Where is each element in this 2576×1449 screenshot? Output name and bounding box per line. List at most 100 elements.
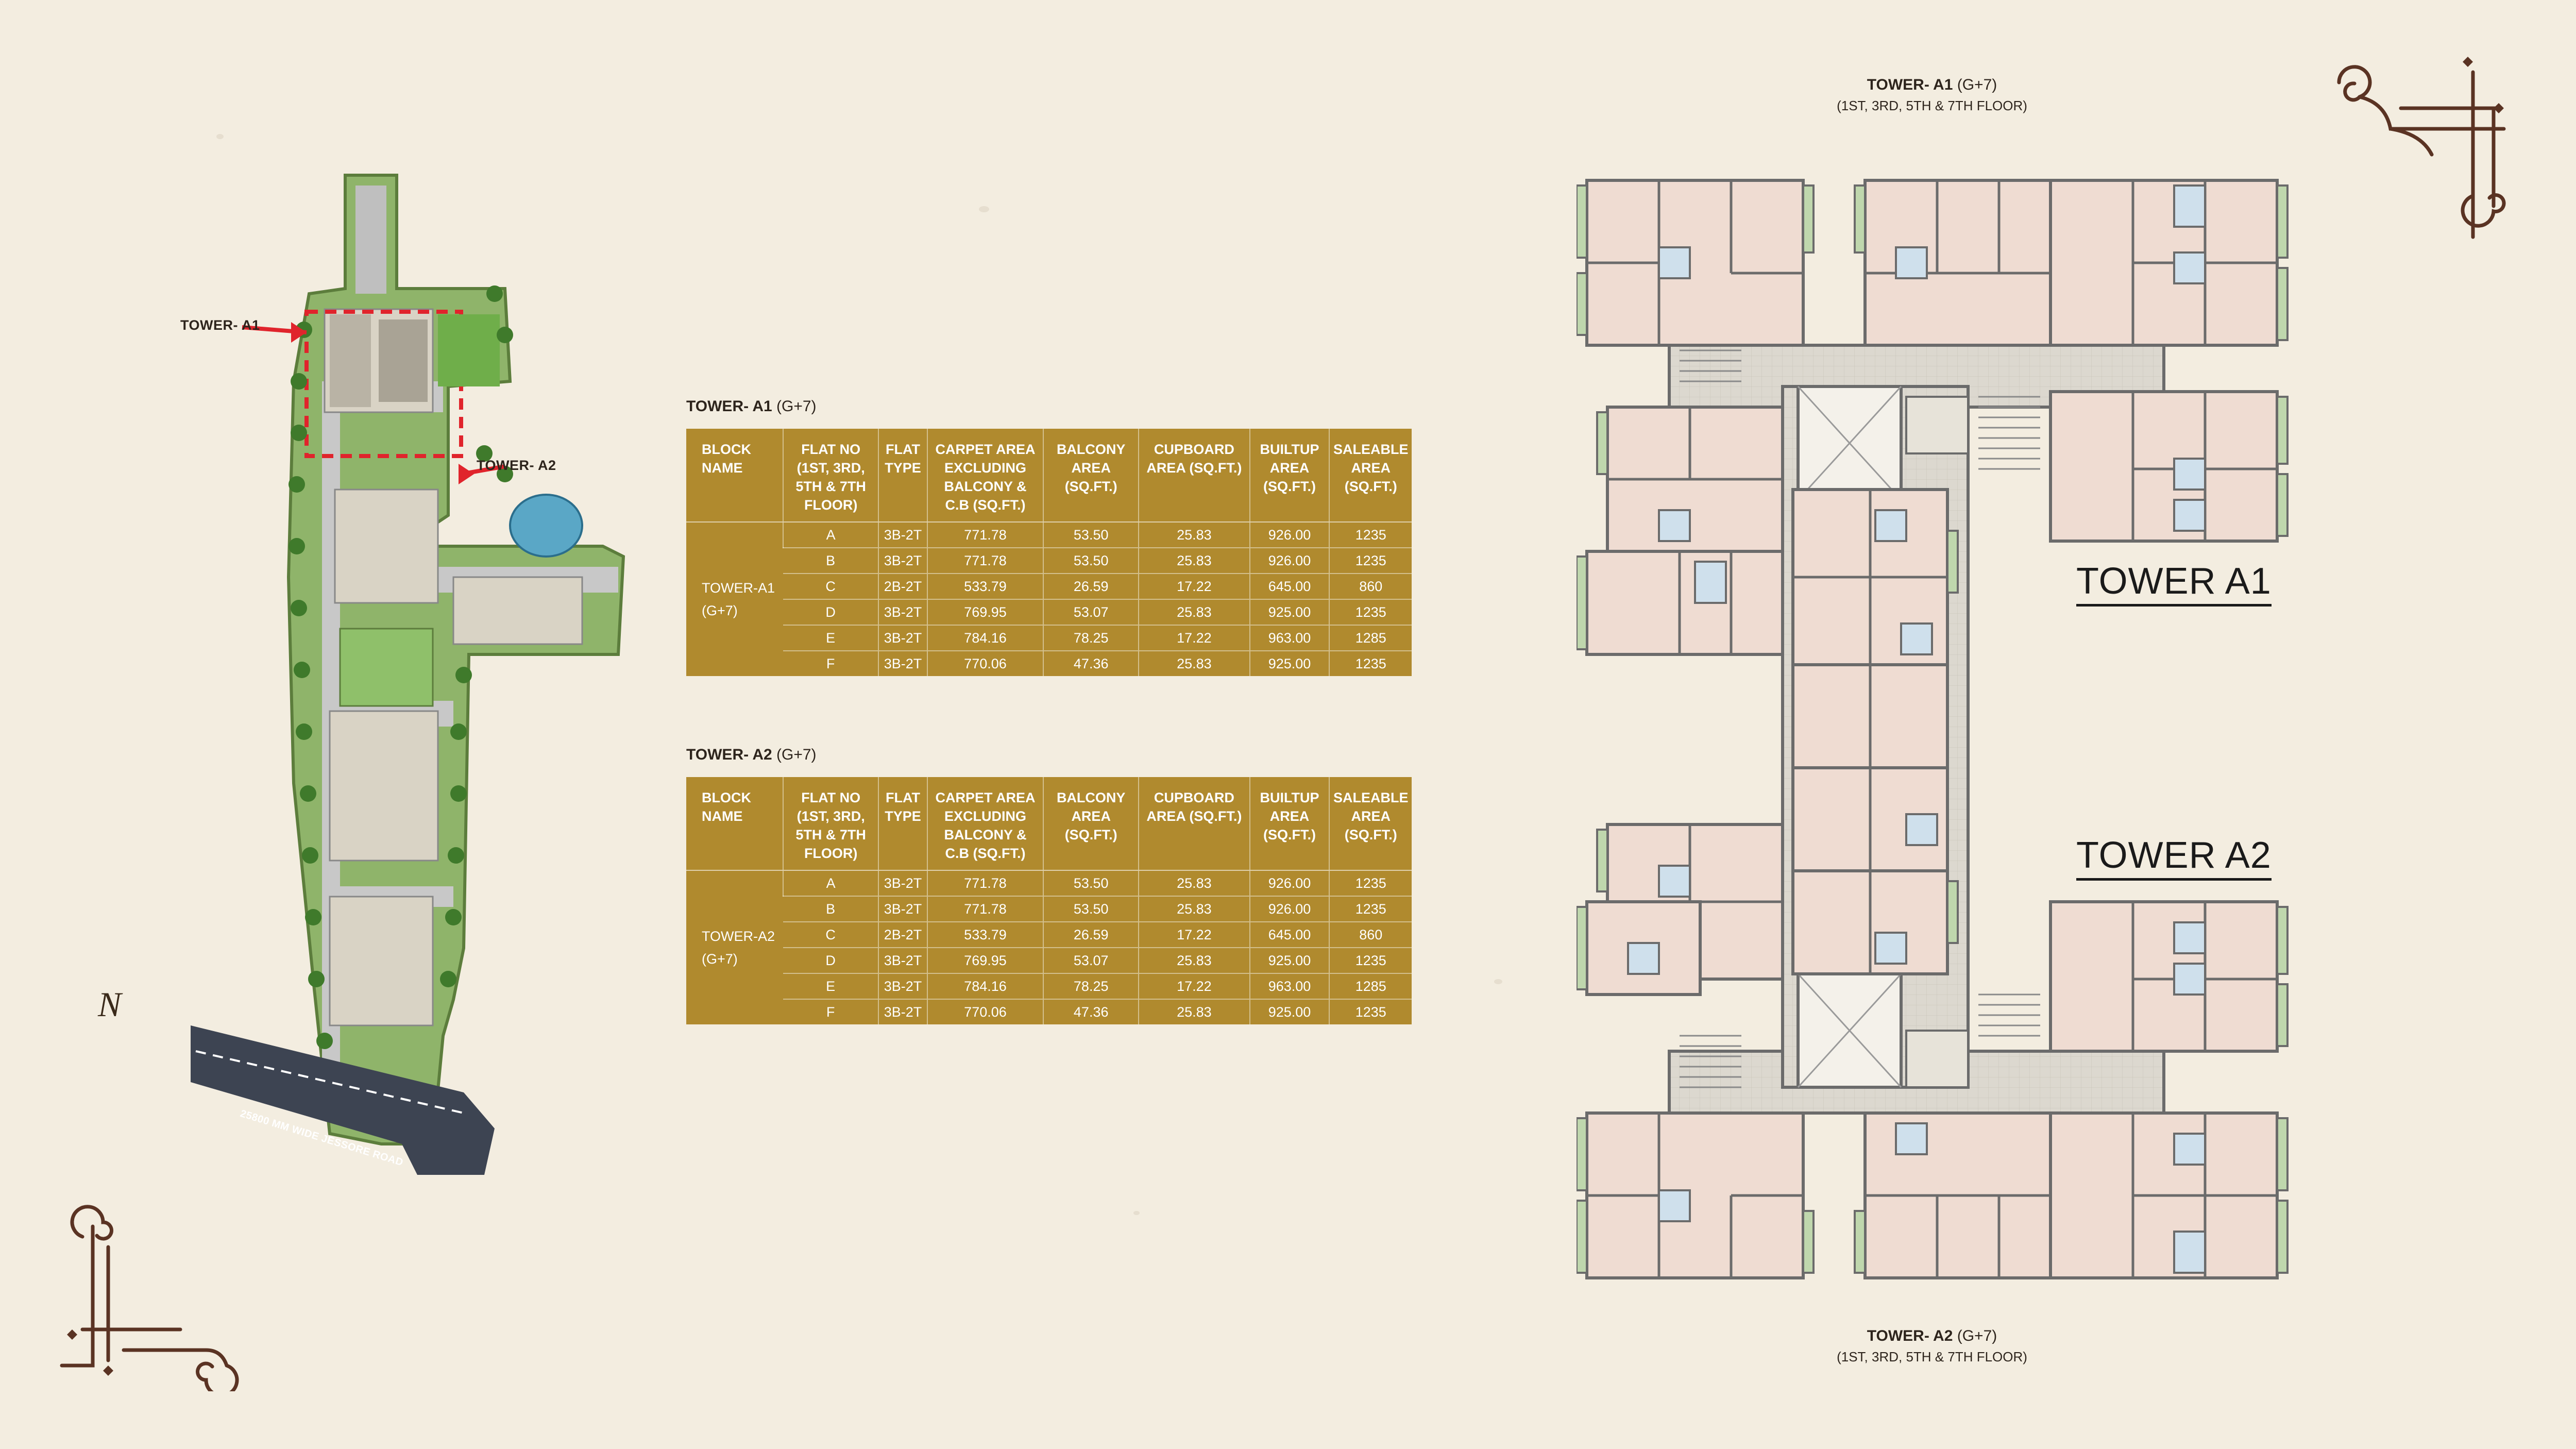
table-row: B 3B-2T 771.78 53.50 25.83 926.00 1235 [686,896,1412,922]
caption-title: TOWER- A1 [1867,76,1953,93]
type-cell: 3B-2T [878,548,927,574]
table-row: D 3B-2T 769.95 53.07 25.83 925.00 1235 [686,948,1412,974]
header-builtup-area: BUILTUP AREA (SQ.FT.) [1249,777,1330,871]
type-cell: 3B-2T [878,870,927,897]
table-row: B 3B-2T 771.78 53.50 25.83 926.00 1235 [686,548,1412,574]
carpet-cell: 770.06 [926,999,1044,1024]
builtup-cell: 926.00 [1249,548,1330,574]
balcony-cell: 53.07 [1043,599,1139,626]
builtup-cell: 645.00 [1249,922,1330,948]
table-row: TOWER-A2 (G+7) A 3B-2T 771.78 53.50 25.8… [686,870,1412,967]
cupboard-cell: 25.83 [1138,870,1250,897]
builtup-cell: 926.00 [1249,870,1330,897]
saleable-cell: 1235 [1329,599,1412,626]
table-row: F 3B-2T 770.06 47.36 25.83 925.00 1235 [686,651,1412,676]
flat-cell: E [783,625,879,651]
carpet-cell: 769.95 [926,599,1044,626]
balcony-cell: 53.50 [1043,870,1139,897]
balcony-cell: 78.25 [1043,625,1139,651]
saleable-cell: 1285 [1329,625,1412,651]
builtup-cell: 963.00 [1249,973,1330,1000]
cupboard-cell: 25.83 [1138,599,1250,626]
saleable-cell: 860 [1329,574,1412,600]
flat-cell: A [783,870,879,897]
saleable-cell: 1235 [1329,651,1412,676]
balcony-cell: 26.59 [1043,574,1139,600]
paper-texture [979,206,989,212]
north-label: N [98,985,122,1024]
table-row: TOWER-A1 (G+7) A 3B-2T 771.78 53.50 25.8… [686,522,1412,618]
tower-a1-area-table: TOWER- A1 (G+7) BLOCK NAME FLAT NO (1ST,… [686,398,1412,676]
type-cell: 3B-2T [878,651,927,676]
builtup-cell: 926.00 [1249,896,1330,922]
saleable-cell: 1235 [1329,948,1412,974]
balcony-cell: 53.50 [1043,896,1139,922]
carpet-cell: 769.95 [926,948,1044,974]
header-carpet-area: CARPET AREA EXCLUDING BALCONY & C.B (SQ.… [926,429,1044,523]
header-flat-no: FLAT NO (1ST, 3RD, 5TH & 7TH FLOOR) [783,429,879,523]
flat-cell: C [783,574,879,600]
block-sub: (G+7) [702,951,738,967]
cupboard-cell: 25.83 [1138,548,1250,574]
header-balcony-area: BALCONY AREA (SQ.FT.) [1043,429,1139,523]
flat-cell: F [826,656,835,671]
tower-a2-name: TOWER A2 [2076,835,2272,881]
table-header-row: BLOCK NAME FLAT NO (1ST, 3RD, 5TH & 7TH … [686,777,1412,871]
balcony-cell: 53.50 [1043,522,1139,548]
saleable-cell: 1235 [1329,896,1412,922]
table-row: D 3B-2T 769.95 53.07 25.83 925.00 1235 [686,599,1412,626]
saleable-cell: 1235 [1329,870,1412,897]
header-cupboard-area: CUPBOARD AREA (SQ.FT.) [1138,777,1250,871]
tower-a2-area-table: TOWER- A2 (G+7) BLOCK NAME FLAT NO (1ST,… [686,746,1412,1024]
area-table: BLOCK NAME FLAT NO (1ST, 3RD, 5TH & 7TH … [686,777,1412,1024]
tower-a2-table-title: TOWER- A2 (G+7) [686,746,1412,764]
type-cell: 3B-2T [878,948,927,974]
cupboard-cell: 17.22 [1138,625,1250,651]
saleable-cell: 1235 [1329,999,1412,1024]
tower-a1-name: TOWER A1 [2076,561,2272,606]
carpet-cell: 784.16 [926,625,1044,651]
paper-texture [216,134,224,139]
flat-cell: A [783,522,879,548]
builtup-cell: 925.00 [1249,999,1330,1024]
area-table: BLOCK NAME FLAT NO (1ST, 3RD, 5TH & 7TH … [686,429,1412,676]
caption-floors: (1ST, 3RD, 5TH & 7TH FLOOR) [1837,98,2027,113]
builtup-cell: 925.00 [1249,948,1330,974]
tower-a1-table-title: TOWER- A1 (G+7) [686,398,1412,415]
carpet-cell: 771.78 [926,870,1044,897]
cupboard-cell: 25.83 [1138,896,1250,922]
header-block-name: BLOCK NAME [686,429,784,523]
carpet-cell: 770.06 [926,651,1044,676]
flat-cell: F [826,1004,835,1020]
builtup-cell: 926.00 [1249,522,1330,548]
site-plan: TOWER- A1 TOWER- A2 25800 MM WIDE JESSOR… [98,165,670,1175]
type-cell: 3B-2T [878,896,927,922]
header-carpet-area: CARPET AREA EXCLUDING BALCONY & C.B (SQ.… [926,777,1044,871]
carpet-cell: 771.78 [926,522,1044,548]
paper-texture [1133,1211,1140,1215]
floor-plan [1575,170,2298,1283]
balcony-cell: 78.25 [1043,973,1139,1000]
type-cell: 3B-2T [878,599,927,626]
saleable-cell: 1235 [1329,522,1412,548]
header-flat-type: FLAT TYPE [878,777,927,871]
tower-a1-floorplan-caption: TOWER- A1 (G+7) (1ST, 3RD, 5TH & 7TH FLO… [1741,76,2123,114]
table-row: C 2B-2T 533.79 26.59 17.22 645.00 860 [686,922,1412,948]
table-title-text: TOWER- A2 [686,746,772,763]
builtup-cell: 925.00 [1249,651,1330,676]
balcony-cell: 47.36 [1043,999,1139,1024]
table-title-sub: (G+7) [776,746,817,763]
carpet-cell: 771.78 [926,548,1044,574]
type-cell: 2B-2T [878,574,927,600]
flat-cell: D [783,948,879,974]
table-title-text: TOWER- A1 [686,398,772,415]
table-row: E 3B-2T 784.16 78.25 17.22 963.00 1285 [686,625,1412,651]
saleable-cell: 860 [1329,922,1412,948]
header-saleable-area: SALEABLE AREA (SQ.FT.) [1329,777,1412,871]
builtup-cell: 645.00 [1249,574,1330,600]
carpet-cell: 771.78 [926,896,1044,922]
header-flat-no: FLAT NO (1ST, 3RD, 5TH & 7TH FLOOR) [783,777,879,871]
flat-cell: B [783,548,879,574]
saleable-cell: 1285 [1329,973,1412,1000]
builtup-cell: 925.00 [1249,599,1330,626]
